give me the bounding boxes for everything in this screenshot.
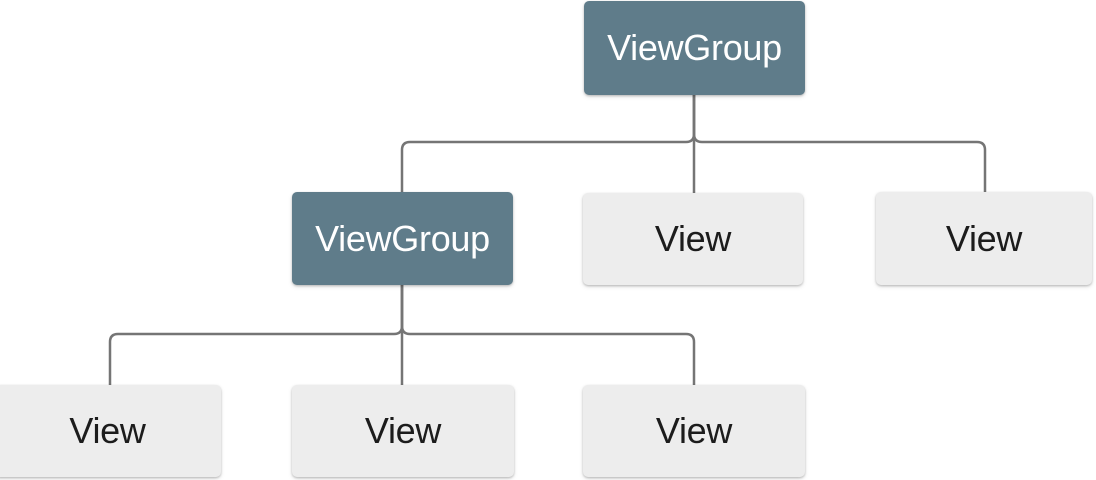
node-leaf-view-mid: View bbox=[292, 385, 514, 477]
node-child-viewgroup: ViewGroup bbox=[292, 192, 513, 285]
node-child-view-mid: View bbox=[583, 193, 803, 285]
node-root-viewgroup: ViewGroup bbox=[584, 1, 805, 95]
node-leaf-view-right: View bbox=[583, 385, 805, 477]
node-label: ViewGroup bbox=[607, 27, 782, 68]
connector-child-viewgroup-to-leaf-view-left bbox=[108, 285, 404, 385]
node-child-view-right: View bbox=[876, 192, 1092, 285]
node-label: View bbox=[69, 410, 146, 451]
node-label: ViewGroup bbox=[315, 217, 490, 259]
connector-root-viewgroup-to-child-viewgroup bbox=[400, 95, 696, 192]
node-leaf-view-left: View bbox=[0, 385, 221, 477]
node-label: View bbox=[654, 218, 732, 259]
node-label: View bbox=[655, 410, 733, 451]
node-label: View bbox=[364, 410, 442, 451]
connector-root-viewgroup-to-child-view-right bbox=[692, 95, 987, 192]
node-label: View bbox=[945, 217, 1023, 259]
connector-child-viewgroup-to-leaf-view-right bbox=[400, 285, 696, 385]
